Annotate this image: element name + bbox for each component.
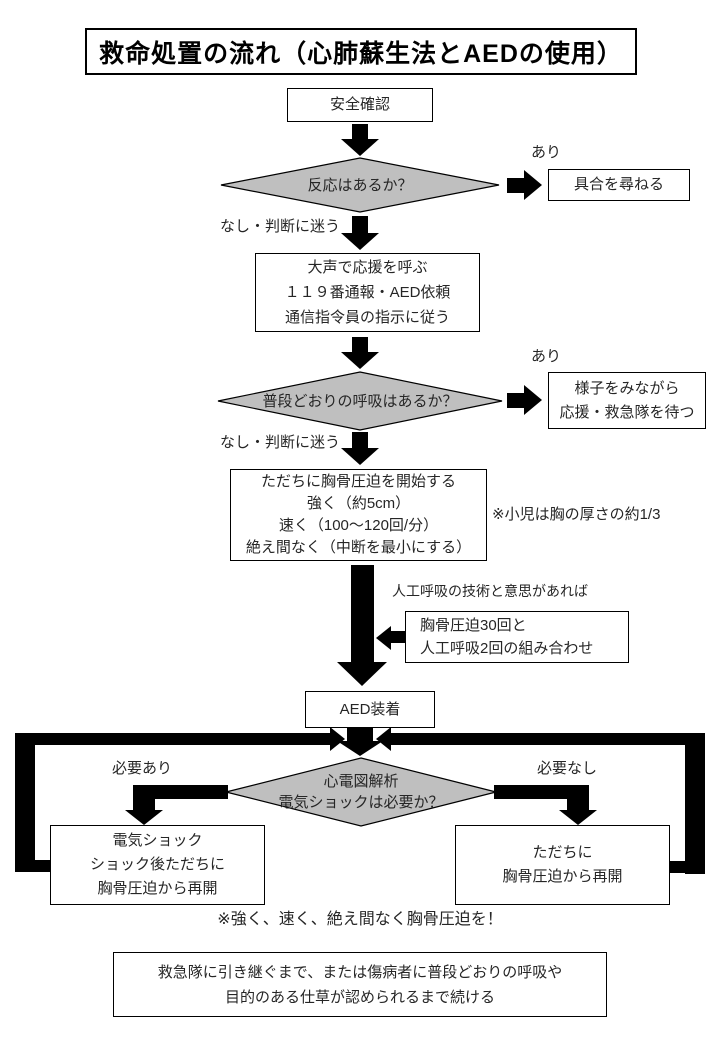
node-safety-check-label: 安全確認	[329, 96, 390, 113]
down-arrow-icon	[125, 810, 163, 825]
right-arrow-icon	[524, 385, 542, 415]
node-compressions-line4: 絶え間なく（中断を最小にする）	[245, 539, 472, 556]
node-deliver-shock-line3: 胸骨圧迫から再開	[97, 880, 218, 897]
node-deliver-shock-line1: 電気ショック	[112, 832, 203, 849]
node-wait-ems-line2: 応援・救急隊を待つ	[559, 403, 695, 421]
right-arrow-icon	[507, 178, 524, 193]
decision-shock-line2: 電気ショックは必要か？	[278, 794, 444, 811]
node-compressions-line1: ただちに胸骨圧迫を開始する	[260, 473, 456, 490]
node-deliver-shock-line2: ショック後ただちに	[89, 856, 225, 873]
child-depth-note: ※小児は胸の厚さの約1/3	[492, 506, 661, 523]
down-arrow-icon	[341, 139, 379, 156]
decision-shock-label: 心電図解析 電気ショックは必要か？	[225, 757, 497, 827]
down-arrow-icon	[347, 728, 373, 741]
node-ask-condition-label: 具合を尋ねる	[573, 176, 664, 193]
loop-right-vertical-bar	[685, 733, 705, 874]
node-cpr-30-2-line2: 人工呼吸2回の組み合わせ	[420, 640, 594, 657]
node-continue-until: 救急隊に引き継ぐまで、または傷病者に普段どおりの呼吸や 目的のある仕草が認められ…	[113, 952, 607, 1017]
down-arrow-icon	[341, 448, 379, 465]
decision-response-label: 反応はあるか？	[307, 176, 413, 194]
node-compressions: ただちに胸骨圧迫を開始する 強く（約5cm） 速く（100～120回/分） 絶え…	[230, 469, 487, 561]
loop-left-horizontal-bar	[15, 733, 330, 745]
decision-breathing: 普段どおりの呼吸はあるか？	[217, 371, 503, 431]
down-arrow-icon	[341, 233, 379, 250]
diamond-shape	[225, 757, 497, 827]
right-arrow-icon	[524, 170, 542, 200]
node-call-help-line3: 通信指令員の指示に従う	[284, 309, 450, 326]
elbow-arrow-right	[567, 785, 589, 810]
elbow-arrow-left	[133, 785, 155, 810]
branch-label-no-2: なし・判断に迷う	[220, 434, 341, 451]
elbow-arrow-left	[140, 785, 228, 799]
left-arrow-icon	[376, 626, 391, 650]
right-arrow-icon	[507, 393, 524, 408]
node-cpr-30-2-line1: 胸骨圧迫30回と	[420, 617, 527, 634]
branch-label-shock-no: 必要なし	[537, 760, 598, 777]
node-aed-attach: AED装着	[305, 691, 435, 728]
diamond-shape	[220, 157, 500, 213]
down-arrow-icon	[351, 565, 374, 662]
node-ask-condition: 具合を尋ねる	[548, 169, 690, 201]
branch-label-no-1: なし・判断に迷う	[220, 218, 341, 235]
loop-left-bottom-bar	[15, 860, 51, 872]
down-arrow-icon	[352, 124, 368, 139]
down-arrow-icon	[352, 337, 368, 352]
left-arrow-icon	[391, 631, 406, 643]
node-continue-until-line2: 目的のある仕草が認められるまで続ける	[224, 988, 495, 1006]
node-call-help: 大声で応援を呼ぶ １１９番通報・AED依頼 通信指令員の指示に従う	[255, 253, 480, 332]
down-arrow-icon	[559, 810, 597, 825]
branch-label-yes-1: あり	[531, 144, 562, 161]
diamond-shape	[217, 371, 503, 431]
down-arrow-icon	[341, 352, 379, 369]
node-resume-compressions-line2: 胸骨圧迫から再開	[502, 868, 623, 885]
loop-right-horizontal-bar	[391, 733, 705, 745]
decision-breathing-label: 普段どおりの呼吸はあるか？	[262, 392, 458, 410]
branch-label-shock-yes: 必要あり	[112, 760, 173, 777]
decision-shock: 心電図解析 電気ショックは必要か？	[225, 757, 497, 827]
loop-right-bottom-bar	[669, 861, 705, 873]
loop-left-vertical-bar	[15, 733, 35, 872]
decision-shock-line1: 心電図解析	[323, 773, 399, 790]
node-aed-attach-label: AED装着	[339, 700, 401, 718]
node-compressions-line3: 速く（100～120回/分）	[278, 517, 439, 534]
branch-label-yes-2: あり	[531, 348, 562, 365]
node-wait-ems-line1: 様子をみながら	[574, 379, 680, 397]
node-compressions-line2: 強く（約5cm）	[306, 495, 411, 512]
node-resume-compressions: ただちに 胸骨圧迫から再開	[455, 825, 670, 905]
rescue-breath-condition: 人工呼吸の技術と意思があれば	[392, 583, 588, 599]
decision-response: 反応はあるか？	[220, 157, 500, 213]
down-arrow-icon	[337, 741, 383, 756]
node-deliver-shock: 電気ショック ショック後ただちに 胸骨圧迫から再開	[50, 825, 265, 905]
page-title: 救命処置の流れ（心肺蘇生法とAEDの使用）	[85, 28, 637, 75]
elbow-arrow-right	[494, 785, 582, 799]
node-wait-ems: 様子をみながら 応援・救急隊を待つ	[548, 372, 706, 429]
node-safety-check: 安全確認	[287, 88, 433, 122]
node-call-help-line1: 大声で応援を呼ぶ	[307, 259, 428, 276]
node-call-help-line2: １１９番通報・AED依頼	[284, 284, 451, 301]
node-cpr-30-2: 胸骨圧迫30回と 人工呼吸2回の組み合わせ	[405, 611, 629, 663]
down-arrow-icon	[352, 432, 368, 448]
node-resume-compressions-line1: ただちに	[532, 844, 593, 861]
down-arrow-icon	[337, 662, 387, 686]
down-arrow-icon	[352, 216, 368, 233]
node-continue-until-line1: 救急隊に引き継ぐまで、または傷病者に普段どおりの呼吸や	[157, 963, 563, 981]
compression-reminder: ※強く、速く、絶え間なく胸骨圧迫を！	[217, 911, 503, 928]
